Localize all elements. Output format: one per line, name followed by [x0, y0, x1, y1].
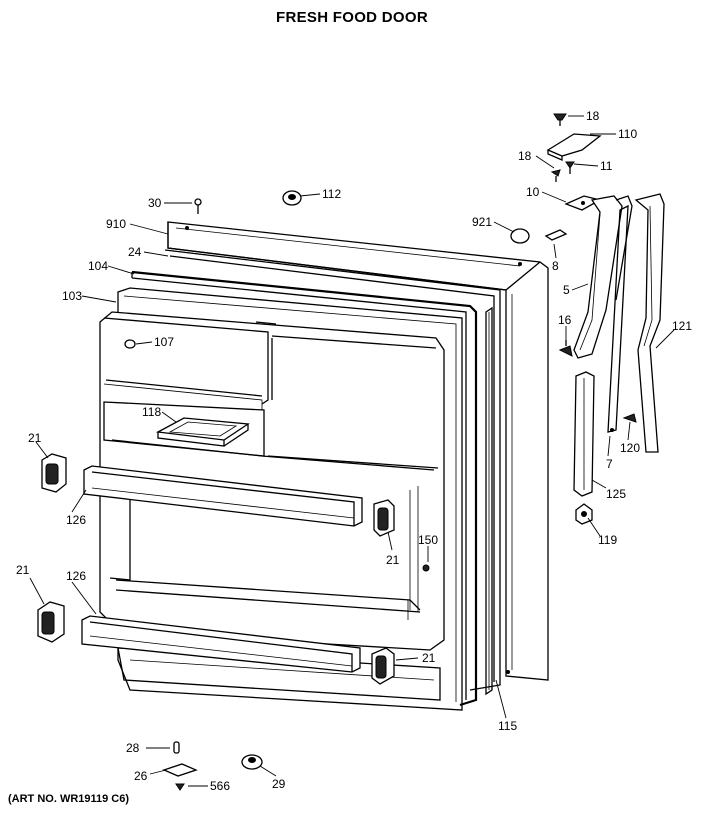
callout-921: 921 — [472, 215, 492, 229]
leader-lines — [29, 115, 675, 787]
callout-103: 103 — [62, 289, 82, 303]
part-921-plug — [510, 228, 530, 244]
callout-21-lower-left: 21 — [16, 563, 30, 577]
callout-21-upper-right: 21 — [386, 553, 400, 567]
part-30-screw — [194, 198, 202, 214]
part-29-cap — [241, 754, 263, 770]
outer-door-panel — [167, 221, 549, 681]
callout-5: 5 — [563, 283, 570, 297]
callout-labels: 18 110 18 11 10 30 112 910 921 24 8 104 … — [16, 109, 692, 793]
callout-18-top: 18 — [586, 109, 600, 123]
callout-104: 104 — [88, 259, 108, 273]
part-125-handle-bar — [573, 371, 595, 497]
part-110-hinge-cover — [546, 133, 602, 161]
door-shelf-lower — [81, 615, 361, 673]
callout-150: 150 — [418, 533, 438, 547]
part-5-handle — [573, 195, 633, 359]
shelf-end-cap-right-lower — [371, 647, 395, 685]
door-shelf-upper — [83, 465, 363, 527]
callout-107: 107 — [154, 335, 174, 349]
callout-21-upper-left: 21 — [28, 431, 42, 445]
callout-30: 30 — [148, 196, 162, 210]
callout-16: 16 — [558, 313, 572, 327]
door-gasket — [164, 249, 501, 691]
part-119-cap — [575, 503, 593, 525]
callout-10: 10 — [526, 185, 540, 199]
shelf-end-cap-left-lower — [37, 601, 65, 643]
callout-11: 11 — [600, 159, 613, 173]
part-7-trim — [607, 204, 629, 433]
part-18-screw-top — [553, 113, 567, 126]
part-566-screw — [175, 783, 185, 791]
callout-24: 24 — [128, 245, 142, 259]
callout-126-upper: 126 — [66, 513, 86, 527]
callout-28: 28 — [126, 741, 140, 755]
part-16-screw — [558, 340, 573, 357]
shelf-end-cap-right-upper — [373, 499, 395, 537]
callout-118: 118 — [142, 405, 161, 419]
callout-115: 115 — [498, 719, 517, 733]
callout-566: 566 — [210, 779, 230, 793]
callout-125: 125 — [606, 487, 626, 501]
part-150-screw — [422, 564, 430, 572]
diagram-title: FRESH FOOD DOOR — [275, 9, 428, 26]
callout-110: 110 — [618, 127, 637, 141]
callout-126-lower: 126 — [66, 569, 86, 583]
callout-7: 7 — [606, 457, 613, 471]
part-115-gasket-strip — [485, 306, 493, 696]
art-number: (ART NO. WR19119 C6) — [8, 793, 130, 805]
callout-26: 26 — [134, 769, 148, 783]
callout-21-lower-right: 21 — [422, 651, 436, 665]
part-18-screw-mid — [550, 169, 561, 182]
part-121-trim-strip — [634, 193, 665, 453]
callout-112: 112 — [322, 187, 341, 201]
callout-119: 119 — [598, 533, 617, 547]
callout-121: 121 — [672, 319, 692, 333]
callout-120: 120 — [620, 441, 640, 455]
inner-door-liner-frame — [117, 287, 463, 711]
part-120-screw — [622, 413, 637, 423]
callout-18-mid: 18 — [518, 149, 532, 163]
shelf-end-cap-left-upper — [41, 453, 67, 493]
part-26-plate — [162, 763, 198, 777]
callout-29: 29 — [272, 777, 286, 791]
part-8-pin — [544, 229, 568, 241]
part-112-plug — [282, 190, 302, 206]
part-118-tray — [155, 417, 250, 447]
callout-8: 8 — [552, 259, 559, 273]
part-11-screw — [565, 161, 575, 174]
callout-910: 910 — [106, 217, 126, 231]
part-107-cap — [124, 339, 136, 349]
part-28-spacer — [173, 741, 180, 754]
